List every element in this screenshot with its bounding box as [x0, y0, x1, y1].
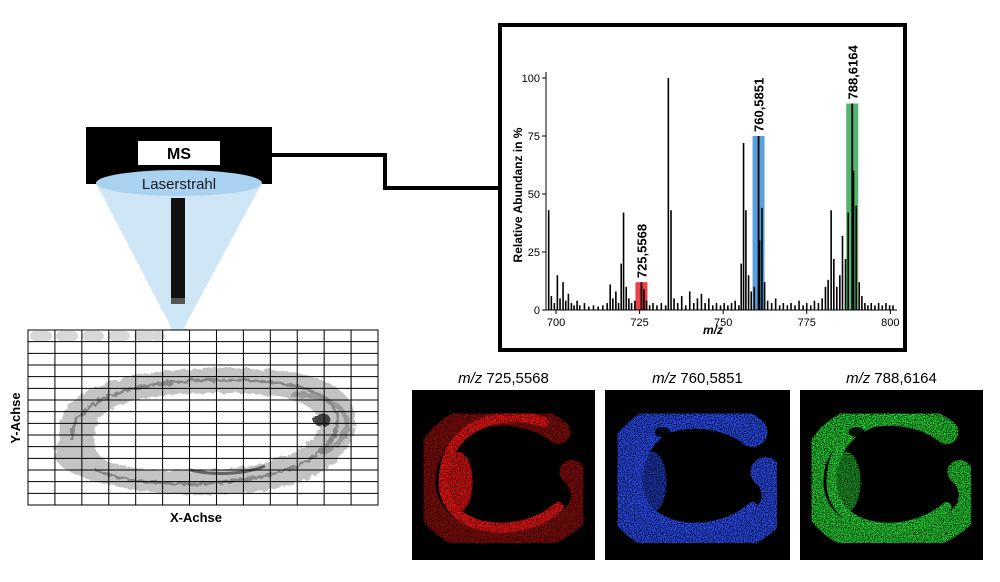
y-tick-label: 0 [534, 305, 540, 317]
x-tick-label: 700 [547, 317, 565, 329]
mz-prefix: m/z [846, 370, 871, 387]
ms-instrument: MS Laserstrahl [86, 127, 272, 341]
mz-value: 725,5568 [486, 370, 549, 387]
peak-label: 788,6164 [845, 45, 860, 100]
ion-distribution [799, 401, 983, 555]
scanned-pixel-row [30, 331, 165, 341]
x-tick-label: 750 [714, 317, 732, 329]
mz-prefix: m/z [458, 370, 483, 387]
peak-label: 760,5851 [752, 78, 767, 132]
ion-image-panel [602, 390, 792, 560]
laser-label: Laserstrahl [142, 176, 216, 193]
x-tick-label: 800 [881, 317, 899, 329]
mass-spectrum: 0 25 50 75 100 700 725 750 775 800 725,5568 760,585… [522, 45, 900, 329]
ion-image-panel [411, 390, 595, 560]
ms-label: MS [167, 146, 191, 163]
y-tick-label: 25 [528, 247, 540, 259]
ion-image-panel [799, 390, 983, 560]
peak-label: 725,5568 [634, 224, 649, 278]
x-tick-label: 775 [798, 317, 816, 329]
spectrum-panel: 0 25 50 75 100 700 725 750 775 800 725,5568 760,585… [498, 23, 907, 352]
laser-probe [171, 198, 185, 302]
x-axis-label: X-Achse [170, 510, 222, 525]
y-tick-label: 50 [528, 189, 540, 201]
y-tick-label: 100 [522, 73, 540, 85]
mz-value: 760,5851 [680, 370, 743, 387]
connector-line [272, 153, 500, 190]
spectrum-xlabel: m/z [703, 323, 723, 337]
ion-distribution [602, 398, 792, 558]
y-tick-label: 75 [528, 131, 540, 143]
mz-value: 788,6164 [874, 370, 937, 387]
tissue-slide: Y-Achse X-Achse [8, 329, 379, 525]
probe-tip [171, 298, 185, 304]
laser-lens [96, 170, 262, 196]
x-tick-label: 725 [630, 317, 648, 329]
mz-prefix: m/z [652, 370, 677, 387]
y-axis-label: Y-Achse [8, 392, 23, 443]
tissue-grid [28, 330, 378, 505]
spectrum-ylabel: Relative Abundanz in % [511, 127, 525, 262]
ms-label-box [138, 141, 220, 165]
ion-distribution [411, 401, 595, 555]
